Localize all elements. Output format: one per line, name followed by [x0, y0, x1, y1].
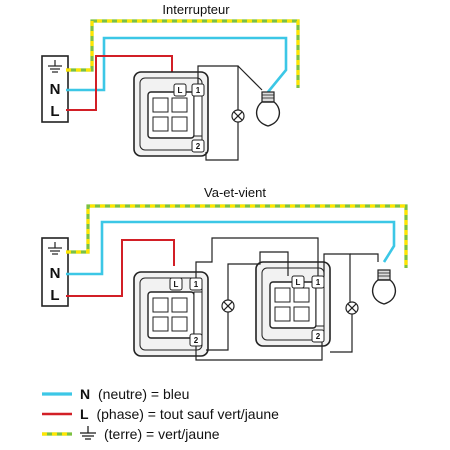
terminal-l-switch1: L: [174, 280, 179, 289]
terminal-2-top: 2: [196, 142, 201, 151]
terminal-block-top: N L: [41, 55, 69, 123]
earth-wire-top: [66, 19, 300, 88]
terminal-n-label: N: [50, 81, 61, 98]
earth-wire-bottom: [66, 204, 408, 268]
earth-symbol-icon: [48, 60, 62, 73]
legend-earth-text: (terre) = vert/jaune: [104, 426, 220, 442]
terminal-l-switch2: L: [296, 278, 301, 287]
legend: N (neutre) = bleu L (phase) = tout sauf …: [42, 386, 279, 442]
legend-phase-text: (phase) = tout sauf vert/jaune: [96, 406, 279, 422]
neutral-wire-bottom: [66, 220, 396, 276]
lamp-icon: [231, 109, 245, 123]
earth-symbol-icon: [80, 426, 96, 440]
terminal-l-label: L: [50, 287, 59, 304]
legend-neutral-line: N (neutre) = bleu: [80, 386, 189, 402]
terminal-2-switch2: 2: [316, 332, 321, 341]
bulb-icon: [255, 91, 281, 127]
lamp-icon: [221, 299, 235, 313]
legend-phase-key: L: [80, 406, 89, 422]
section-title-interrupteur: Interrupteur: [162, 2, 230, 17]
terminal-2-switch1: 2: [194, 336, 199, 345]
phase-wire-bottom: [66, 239, 175, 297]
terminal-1-top: 1: [196, 86, 201, 95]
legend-neutral-key: N: [80, 386, 90, 402]
terminal-1-switch1: 1: [194, 280, 199, 289]
earth-symbol-icon: [48, 242, 62, 255]
legend-phase-line: L (phase) = tout sauf vert/jaune: [80, 406, 279, 422]
lamp-icon: [345, 301, 359, 315]
terminal-l-top: L: [178, 86, 183, 95]
terminal-n-label: N: [50, 265, 61, 282]
legend-neutral-text: (neutre) = bleu: [98, 386, 189, 402]
bulb-icon: [371, 269, 397, 305]
neutral-wire-top: [66, 36, 288, 93]
terminal-block-bottom: N L: [41, 237, 69, 307]
terminal-1-switch2: 1: [316, 278, 321, 287]
phase-wire-top: [66, 55, 173, 111]
terminal-l-label: L: [50, 103, 59, 120]
section-title-va-et-vient: Va-et-vient: [204, 185, 266, 200]
